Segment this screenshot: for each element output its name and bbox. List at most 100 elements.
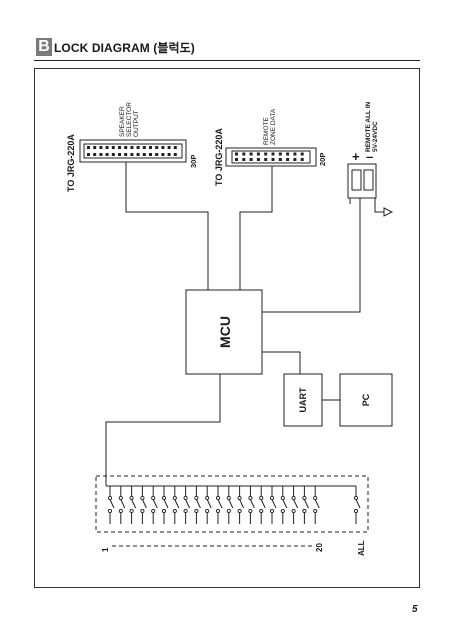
pin-dot (136, 153, 140, 156)
pin-dot (249, 158, 253, 161)
pin-dot (118, 146, 121, 149)
pin-dot (105, 146, 109, 149)
zone-switch (129, 486, 137, 524)
to-jrg-right-label: TO JRG-220A (214, 128, 224, 186)
speaker-label-2: SELECTOR (126, 102, 133, 137)
switch-first-label: 1 (101, 547, 110, 552)
pin-dot (142, 146, 146, 149)
pin-dot (235, 152, 238, 156)
zone-switch (248, 486, 255, 524)
zone-switch (161, 486, 169, 524)
pin-dot (161, 146, 165, 149)
pin-dot (105, 153, 109, 156)
pin-30p-label: 30P (189, 155, 198, 168)
pin-dot (136, 146, 140, 149)
zone-switch (237, 486, 245, 524)
pin-dot (149, 153, 152, 156)
zone-switch (183, 486, 191, 524)
diagram-frame (34, 68, 420, 588)
zone-switch (313, 486, 320, 524)
pin-dot (286, 152, 290, 156)
pin-dot (293, 158, 297, 161)
page-number: 5 (412, 604, 418, 615)
uart-block (283, 373, 323, 427)
zone-switch (140, 486, 147, 524)
pin-dot (271, 152, 275, 156)
pin-dot (256, 152, 260, 156)
pin-dot (278, 152, 282, 156)
mcu-label: MCU (217, 316, 233, 348)
pin-dot (271, 158, 275, 161)
speaker-label-1: SPEAKER (119, 106, 126, 137)
pin-dot (264, 158, 268, 161)
pin-dot (111, 153, 115, 156)
pin-dot (130, 146, 134, 149)
minus-sign: – (366, 149, 373, 164)
pin-dot (242, 158, 246, 161)
zone-switch (205, 486, 212, 524)
zone-switch (226, 486, 234, 524)
zone-switch (269, 486, 277, 524)
zone-switch (291, 486, 299, 524)
pin-dot (286, 158, 290, 161)
pin-dot (300, 158, 304, 161)
pin-dot (111, 146, 115, 149)
pin-dot (124, 146, 128, 149)
pin-dot (264, 152, 268, 156)
pin-dot (167, 153, 171, 156)
zone-switch (259, 486, 266, 524)
pin-dot (93, 153, 97, 156)
zone-switch (151, 486, 158, 524)
pin-dot (118, 153, 121, 156)
pin-dot (293, 152, 297, 156)
pin-dot (278, 158, 282, 161)
header-title: LOCK DIAGRAM (블럭도) (54, 41, 195, 55)
pin-dot (173, 153, 177, 156)
zone-switch (302, 486, 309, 524)
zone-switch (280, 486, 288, 524)
switch-twenty-label: 20 (315, 543, 324, 552)
pin-dot (235, 158, 238, 161)
zone-switch (172, 486, 180, 524)
pin-dot (124, 153, 128, 156)
plus-sign: + (352, 149, 360, 164)
pin-dot (99, 153, 103, 156)
pin-dot (87, 146, 90, 149)
zone-switch (215, 486, 223, 524)
pin-dot (93, 146, 97, 149)
switch-bank-frame (95, 475, 369, 533)
mcu-block (185, 289, 263, 375)
zone-switch (194, 486, 201, 524)
switch-all (353, 486, 361, 524)
pin-dot (167, 146, 171, 149)
power-terminal (347, 163, 377, 204)
to-jrg-left-label: TO JRG-220A (66, 134, 76, 192)
pin-dot (249, 152, 253, 156)
connector-30p (79, 139, 187, 163)
zone-switch (107, 486, 115, 524)
pc-label: PC (361, 393, 371, 406)
pin-dot (173, 146, 177, 149)
speaker-label-3: OUTPUT (133, 110, 140, 137)
pin-dot (142, 153, 146, 156)
remote-label-2: ZONE DATA (270, 108, 277, 145)
power-label-1: REMOTE ALL IN (365, 102, 372, 153)
connector-20p (225, 147, 317, 167)
pin-dot (149, 146, 152, 149)
zone-switch (118, 486, 126, 524)
pin-dot (161, 153, 165, 156)
switch-all-label: ALL (357, 540, 366, 556)
remote-label-1: REMOTE (263, 117, 270, 145)
pin-dot (155, 153, 159, 156)
pc-block (339, 373, 393, 427)
pin-dot (99, 146, 103, 149)
pin-20p-label: 20P (318, 153, 327, 166)
pin-dot (300, 152, 304, 156)
pin-dot (256, 158, 260, 161)
pin-dot (130, 153, 134, 156)
pin-dot (155, 146, 159, 149)
pin-dot (242, 152, 246, 156)
uart-label: UART (298, 387, 308, 412)
header-badge: B (36, 38, 52, 56)
